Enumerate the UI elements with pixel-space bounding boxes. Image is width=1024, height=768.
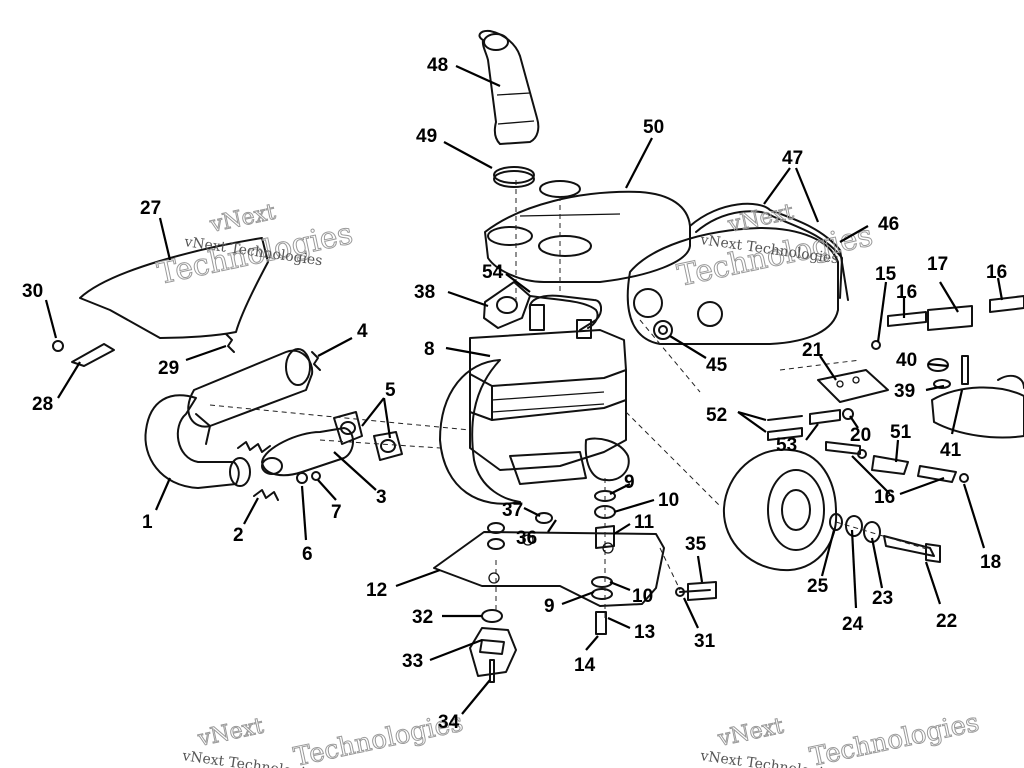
callout-50: 50 [643, 117, 664, 138]
callout-12: 12 [366, 580, 387, 601]
heat-shield [79, 237, 269, 339]
callout-9b: 9 [544, 596, 555, 617]
watermark-top-left: vNext [207, 200, 278, 238]
callout-34: 34 [438, 712, 460, 733]
leader-lines [44, 64, 1004, 715]
callout-39: 39 [894, 381, 915, 402]
callout-28: 28 [32, 394, 53, 415]
center-lines [209, 180, 931, 620]
lift-bracket [483, 281, 531, 329]
callout-3: 3 [376, 487, 387, 508]
callout-8: 8 [424, 339, 435, 360]
intake-elbow [478, 29, 540, 145]
callout-33: 33 [402, 651, 423, 672]
watermark-top-bottom-left: vNext [195, 714, 266, 752]
callout-38: 38 [414, 282, 435, 303]
callout-1: 1 [142, 512, 153, 533]
callout-18: 18 [980, 552, 1001, 573]
callout-23: 23 [872, 588, 893, 609]
callout-16b: 16 [896, 282, 917, 303]
callout-11: 11 [634, 512, 655, 533]
part-drawings [52, 29, 1024, 683]
callout-10a: 10 [658, 490, 679, 511]
callout-52: 52 [706, 405, 727, 426]
recoil-housing [626, 202, 849, 345]
callout-41: 41 [940, 440, 962, 461]
engine-block [439, 294, 630, 505]
callout-9a: 9 [624, 472, 635, 493]
callouts: 48 49 50 47 46 27 30 28 29 4 5 3 7 6 2 1… [22, 55, 1007, 733]
callout-30: 30 [22, 281, 43, 302]
callout-4: 4 [357, 321, 368, 342]
callout-53: 53 [776, 435, 797, 456]
callout-16a: 16 [986, 262, 1007, 283]
exhaust-manifold [261, 411, 403, 484]
watermarks: Technologies vNext vNext Technologies Te… [154, 199, 982, 768]
callout-35: 35 [685, 534, 707, 555]
callout-14: 14 [574, 655, 596, 676]
callout-40: 40 [896, 350, 917, 371]
fuel-pump-plate [817, 369, 889, 420]
fuel-fittings [767, 295, 1024, 483]
callout-17: 17 [927, 254, 948, 275]
callout-7: 7 [331, 502, 342, 523]
callout-36: 36 [516, 528, 537, 549]
callout-2: 2 [233, 525, 244, 546]
clips [52, 340, 115, 367]
air-silencer [484, 180, 691, 283]
watermark-big-bottom-right: Technologies [807, 708, 982, 768]
side-bolts [675, 581, 717, 601]
callout-54: 54 [482, 262, 504, 283]
mount-hardware [487, 512, 553, 550]
callout-48: 48 [427, 55, 448, 76]
fuel-tank-parts [927, 355, 1024, 439]
callout-27: 27 [140, 198, 161, 219]
callout-46: 46 [878, 214, 899, 235]
grommet [658, 325, 668, 335]
callout-6: 6 [302, 544, 313, 565]
callout-5: 5 [385, 380, 396, 401]
callout-49: 49 [416, 126, 437, 147]
callout-22: 22 [936, 611, 957, 632]
rubber-mounts [591, 490, 616, 635]
callout-29: 29 [158, 358, 179, 379]
callout-37: 37 [502, 500, 523, 521]
callout-47: 47 [782, 148, 803, 169]
callout-10b: 10 [632, 586, 653, 607]
callout-51: 51 [890, 422, 912, 443]
callout-20: 20 [850, 425, 871, 446]
callout-15: 15 [875, 264, 897, 285]
springs [225, 333, 321, 501]
clamp-ring [493, 166, 535, 188]
callout-21: 21 [802, 340, 824, 361]
callout-24: 24 [842, 614, 864, 635]
exhaust-system [144, 348, 314, 489]
fuel-line [529, 295, 599, 329]
watermark-top-bottom-right: vNext [715, 714, 786, 752]
engine-mount-plate [433, 531, 665, 607]
callout-45: 45 [706, 355, 728, 376]
callout-32: 32 [412, 607, 433, 628]
callout-16c: 16 [874, 487, 895, 508]
callout-25: 25 [807, 576, 829, 597]
callout-13: 13 [634, 622, 655, 643]
callout-31: 31 [694, 631, 716, 652]
drive-pulley [722, 448, 941, 572]
lower-mount [469, 609, 517, 683]
